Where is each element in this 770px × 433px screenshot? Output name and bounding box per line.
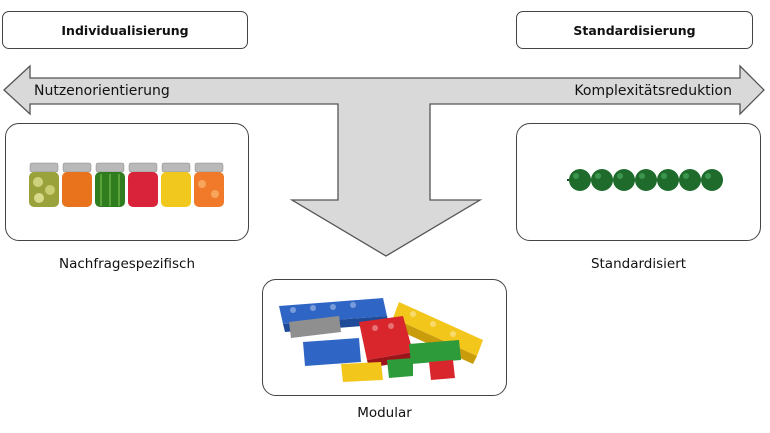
beads-image-box <box>516 123 761 241</box>
jar-orange <box>194 172 224 207</box>
jar-carrots <box>62 172 92 207</box>
jars-image-box <box>5 123 249 241</box>
jar-lids <box>29 162 224 173</box>
nachfragespezifisch-caption: Nachfragespezifisch <box>58 256 196 272</box>
jar-corn <box>161 172 191 207</box>
individualisierung-header: Individualisierung <box>2 11 248 49</box>
jars-image <box>29 162 224 207</box>
standardisierung-label: Standardisierung <box>573 22 696 38</box>
jar-red-sauce <box>128 172 158 207</box>
individualisierung-label: Individualisierung <box>61 22 189 38</box>
standardisierung-header: Standardisierung <box>516 11 753 49</box>
nutzenorientierung-label: Nutzenorientierung <box>34 83 170 99</box>
standardisiert-caption: Standardisiert <box>590 256 687 272</box>
combined-arrow-shape <box>3 64 765 257</box>
green-beads <box>569 169 723 191</box>
beads-image <box>567 169 723 191</box>
komplexitaetsreduktion-label: Komplexitätsreduktion <box>574 83 732 99</box>
blocks-image-box <box>262 279 507 396</box>
building-blocks-image <box>279 298 483 382</box>
modular-caption: Modular <box>357 405 412 421</box>
